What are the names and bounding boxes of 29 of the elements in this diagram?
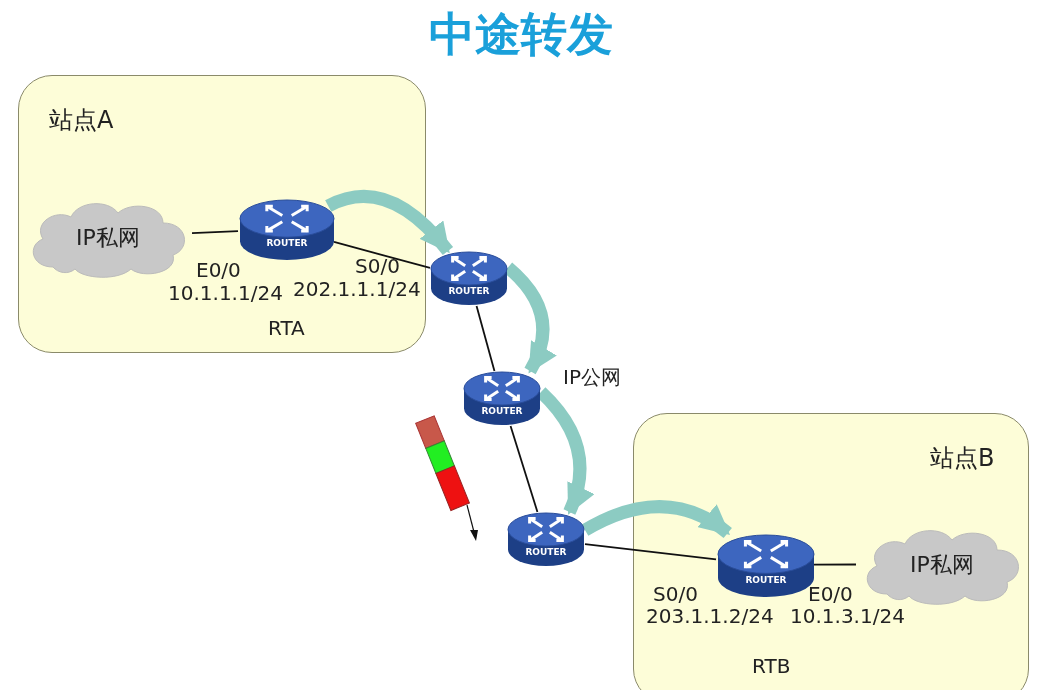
- link-line: [509, 425, 539, 513]
- router-name: RTB: [752, 654, 791, 678]
- router-label: ROUTER: [524, 546, 568, 557]
- router-label: ROUTER: [480, 405, 524, 416]
- interface-label: S0/0: [653, 582, 698, 606]
- link-line: [584, 543, 717, 561]
- router-label: ROUTER: [265, 238, 309, 249]
- link-line: [333, 241, 431, 269]
- interface-label: E0/0: [808, 582, 853, 606]
- ip-address: 10.1.1.1/24: [168, 281, 283, 305]
- network-label: IP公网: [563, 364, 621, 391]
- link-line: [475, 305, 496, 372]
- title: 中途转发: [427, 6, 614, 63]
- ip-address: 202.1.1.1/24: [293, 277, 421, 301]
- site-name: 站点A: [49, 105, 114, 136]
- ip-address: 203.1.1.2/24: [646, 604, 774, 628]
- ip-address: 10.1.3.1/24: [790, 604, 905, 628]
- site-area: [18, 75, 426, 353]
- link-line: [191, 230, 239, 235]
- site-name: 站点B: [930, 443, 995, 474]
- curved-arrow: [581, 500, 732, 539]
- interface-label: S0/0: [355, 254, 400, 278]
- link-line: [813, 563, 857, 566]
- router-name: RTA: [268, 316, 305, 340]
- router-label: ROUTER: [447, 285, 491, 296]
- interface-label: E0/0: [196, 258, 241, 282]
- site-area: [633, 413, 1029, 690]
- router-label: ROUTER: [744, 574, 788, 585]
- curved-arrow: [325, 190, 453, 256]
